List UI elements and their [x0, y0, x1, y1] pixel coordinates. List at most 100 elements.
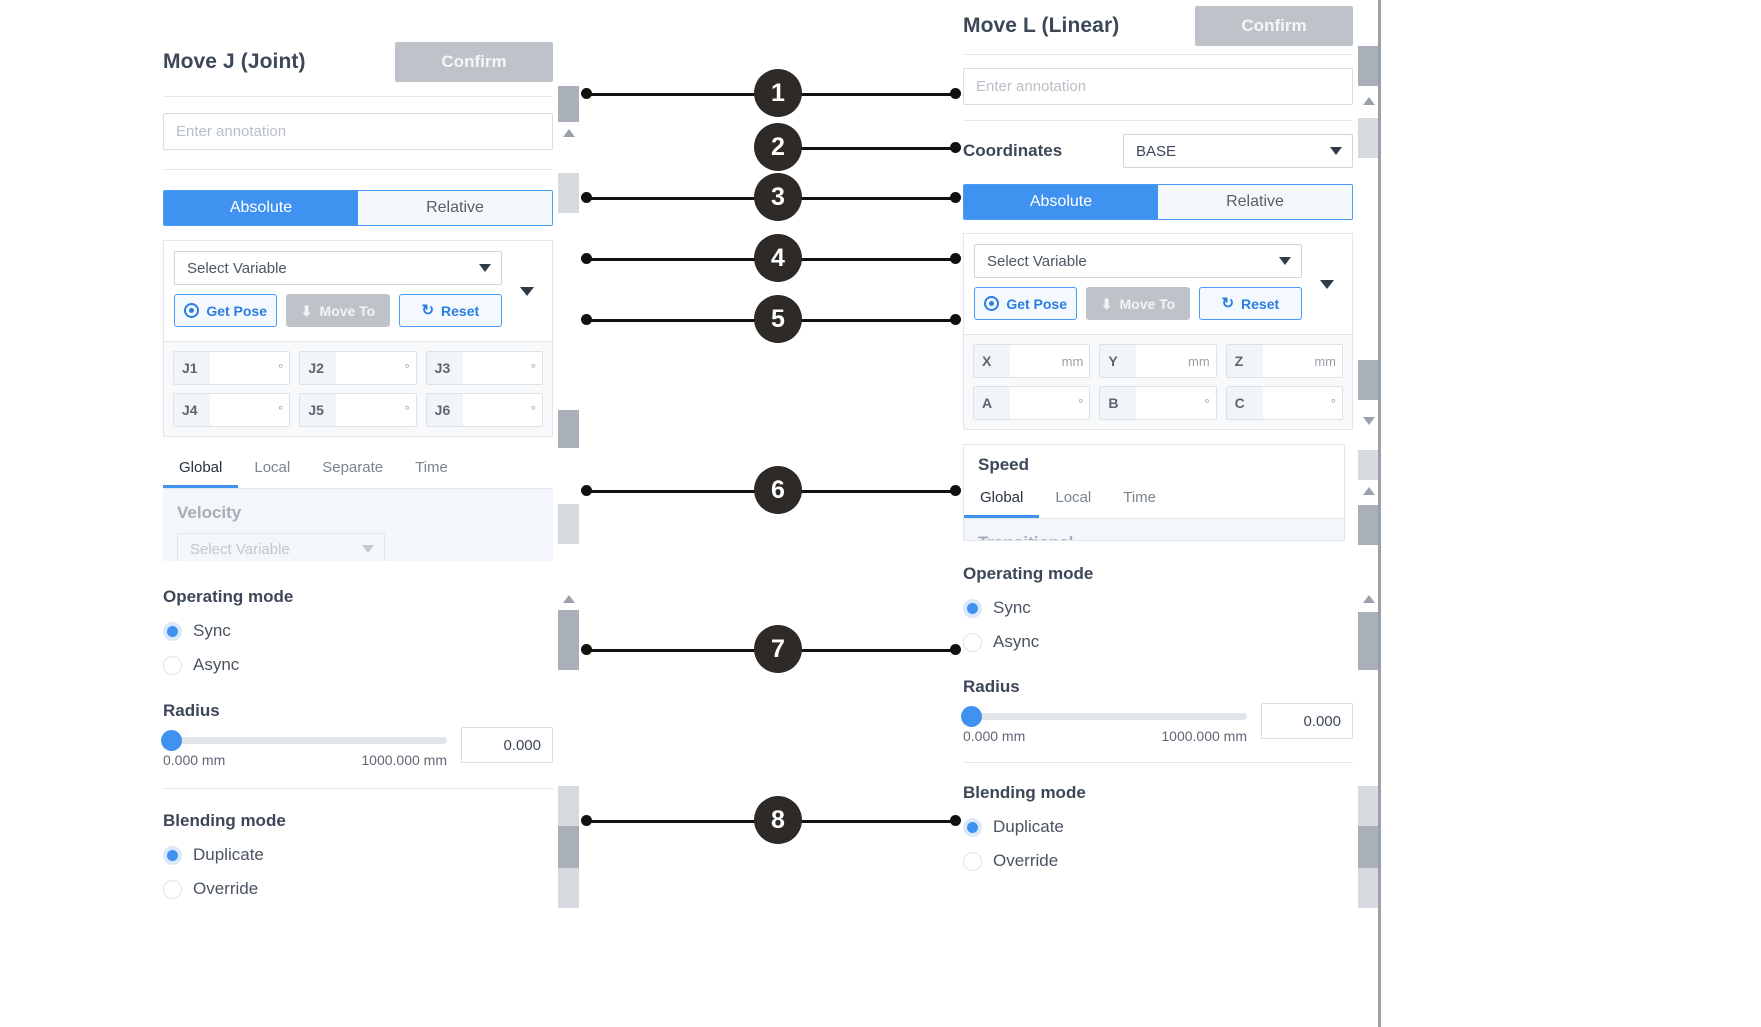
joint-field-j6[interactable]: J6 °	[425, 393, 543, 427]
scrollbar-thumb[interactable]	[1358, 826, 1379, 868]
scrollbar-thumb[interactable]	[558, 86, 579, 122]
move-l-blending-duplicate[interactable]: Duplicate	[963, 817, 1353, 837]
joint-field-j3[interactable]: J3 °	[425, 351, 543, 385]
scrollbar-thumb[interactable]	[1358, 505, 1379, 545]
move-l-absolute-relative-toggle[interactable]: Absolute Relative	[963, 184, 1353, 220]
joint-field-j5-label: J5	[300, 394, 337, 426]
scroll-up-arrow[interactable]	[1358, 588, 1379, 609]
callout-dot-right-1	[950, 88, 961, 99]
scrollbar-trough[interactable]	[558, 868, 579, 908]
move-l-get-pose-button[interactable]: Get Pose	[974, 287, 1078, 320]
scrollbar-trough[interactable]	[1358, 786, 1379, 826]
move-l-speed-card: Speed Global Local Time Transitional	[963, 444, 1345, 541]
move-j-confirm-button[interactable]: Confirm	[395, 42, 553, 82]
move-j-blending-mode-label: Blending mode	[163, 811, 286, 830]
move-j-get-pose-button[interactable]: Get Pose	[174, 294, 278, 327]
scroll-up-arrow[interactable]	[1358, 480, 1379, 501]
move-j-blending-duplicate[interactable]: Duplicate	[163, 845, 553, 865]
move-j-move-to-button[interactable]: ⬇ Move To	[286, 294, 390, 327]
move-j-tab-absolute[interactable]: Absolute	[164, 191, 358, 225]
callout-dot-left-7	[581, 644, 592, 655]
chevron-down-icon	[1330, 147, 1342, 155]
pose-row: X mm Y mm Z mm	[973, 344, 1343, 378]
move-j-absolute-relative-toggle[interactable]: Absolute Relative	[163, 190, 553, 226]
joint-field-j1-label: J1	[174, 352, 210, 384]
move-l-tab-relative[interactable]: Relative	[1158, 185, 1352, 219]
scroll-down-arrow[interactable]	[1358, 410, 1379, 431]
scrollbar-thumb[interactable]	[1358, 46, 1379, 86]
scrollbar-trough[interactable]	[558, 173, 579, 213]
pose-field-x[interactable]: X mm	[973, 344, 1091, 378]
pose-field-y[interactable]: Y mm	[1099, 344, 1217, 378]
move-j-radius-range: 0.000 mm 1000.000 mm	[163, 752, 447, 768]
pose-field-c[interactable]: C °	[1225, 386, 1343, 420]
move-j-variable-select[interactable]: Select Variable	[174, 251, 502, 285]
move-l-radius-slider[interactable]	[961, 706, 1247, 727]
move-j-operating-mode-async[interactable]: Async	[163, 655, 553, 675]
joint-field-j5-unit: °	[336, 394, 416, 426]
pose-field-b[interactable]: B °	[1099, 386, 1217, 420]
move-l-speed-tabs[interactable]: Global Local Time	[964, 481, 1344, 519]
scrollbar-trough[interactable]	[1358, 868, 1379, 908]
move-j-annotation-input[interactable]	[163, 113, 553, 150]
move-l-radius-input[interactable]: 0.000	[1261, 703, 1353, 739]
move-j-tab-global[interactable]: Global	[163, 451, 239, 488]
move-l-operating-mode-sync[interactable]: Sync	[963, 598, 1353, 618]
move-l-scrollbar[interactable]	[1358, 0, 1379, 1027]
callout-dot-left-5	[581, 314, 592, 325]
move-l-operating-mode-sync-label: Sync	[993, 598, 1031, 617]
move-l-tab-time[interactable]: Time	[1123, 489, 1156, 506]
move-j-radius-input[interactable]: 0.000	[461, 727, 553, 763]
move-j-tab-time[interactable]: Time	[415, 459, 448, 476]
scrollbar-trough[interactable]	[558, 786, 579, 826]
move-l-tab-local[interactable]: Local	[1055, 489, 1092, 506]
scrollbar-thumb[interactable]	[1358, 612, 1379, 670]
move-j-move-to-label: Move To	[319, 302, 376, 319]
joint-field-j6-unit: °	[462, 394, 542, 426]
move-j-operating-mode-sync[interactable]: Sync	[163, 621, 553, 641]
move-l-radius-slider-handle[interactable]	[961, 706, 982, 727]
callout-badge-5: 5	[754, 295, 802, 343]
move-l-reset-button[interactable]: ↻ Reset	[1198, 287, 1302, 320]
move-j-expand-toggle[interactable]	[512, 251, 542, 331]
move-j-tab-relative[interactable]: Relative	[358, 191, 552, 225]
scrollbar-trough[interactable]	[558, 504, 579, 544]
scrollbar-thumb[interactable]	[558, 826, 579, 868]
move-l-confirm-button[interactable]: Confirm	[1195, 6, 1353, 46]
joint-field-j5[interactable]: J5 °	[299, 393, 417, 427]
scroll-up-arrow[interactable]	[1358, 90, 1379, 111]
move-j-speed-tabs[interactable]: Global Local Separate Time	[163, 451, 553, 489]
move-l-expand-toggle[interactable]	[1312, 244, 1342, 324]
move-j-radius-slider-handle[interactable]	[161, 730, 182, 751]
move-l-operating-mode-group: Operating mode Sync Async	[963, 564, 1353, 652]
scrollbar-thumb[interactable]	[558, 610, 579, 670]
move-l-tab-absolute[interactable]: Absolute	[964, 185, 1158, 219]
move-l-coordinates-select[interactable]: BASE	[1123, 134, 1353, 168]
scrollbar-thumb[interactable]	[558, 410, 579, 448]
scroll-up-arrow[interactable]	[558, 588, 579, 609]
move-j-velocity-select[interactable]: Select Variable	[177, 533, 385, 561]
move-l-move-to-button[interactable]: ⬇ Move To	[1086, 287, 1190, 320]
move-l-tab-global[interactable]: Global	[964, 481, 1040, 518]
joint-field-j2[interactable]: J2 °	[299, 351, 417, 385]
move-l-blending-override[interactable]: Override	[963, 851, 1353, 871]
move-j-tab-separate[interactable]: Separate	[322, 459, 384, 476]
scrollbar-trough[interactable]	[1358, 118, 1379, 158]
move-l-transitional-panel: Transitional	[964, 519, 1344, 540]
move-l-radius-max: 1000.000 mm	[1161, 728, 1247, 744]
joint-field-j1[interactable]: J1 °	[173, 351, 291, 385]
scrollbar-thumb[interactable]	[1358, 360, 1379, 400]
move-l-variable-select[interactable]: Select Variable	[974, 244, 1302, 278]
move-j-scrollbar[interactable]	[558, 0, 579, 1027]
move-j-blending-override[interactable]: Override	[163, 879, 553, 899]
move-j-radius-slider[interactable]	[161, 730, 447, 751]
pose-field-a[interactable]: A °	[973, 386, 1091, 420]
joint-field-j4[interactable]: J4 °	[173, 393, 291, 427]
move-j-tab-local[interactable]: Local	[254, 459, 291, 476]
move-l-annotation-input[interactable]	[963, 68, 1353, 105]
scroll-up-arrow[interactable]	[558, 122, 579, 143]
divider	[163, 96, 553, 97]
move-l-operating-mode-async[interactable]: Async	[963, 632, 1353, 652]
move-j-reset-button[interactable]: ↻ Reset	[398, 294, 502, 327]
pose-field-z[interactable]: Z mm	[1225, 344, 1343, 378]
